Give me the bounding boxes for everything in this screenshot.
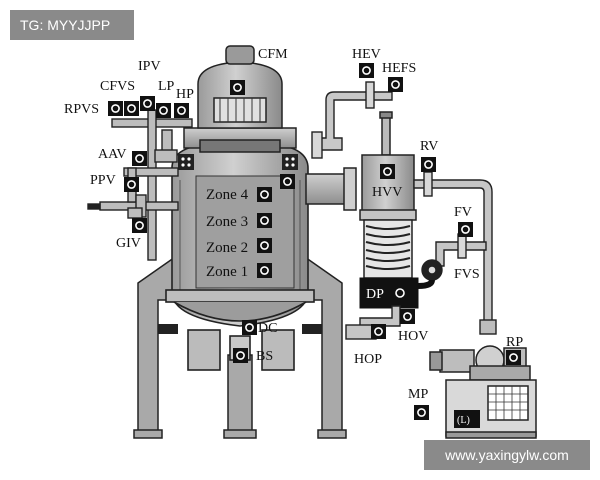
sensor-aav-icon xyxy=(132,151,147,166)
sensor-hefs-icon xyxy=(388,77,403,92)
sensor-hev-ring xyxy=(362,66,371,75)
watermark-tag: TG: MYYJJPP xyxy=(10,10,134,40)
zone-labels: Zone 4 Zone 3 Zone 2 Zone 1 xyxy=(206,187,249,280)
mechanical-pump xyxy=(445,379,537,439)
label-rpvs: RPVS xyxy=(64,102,99,117)
sensor-cfm-icon xyxy=(230,80,245,95)
sensor-zone4-icon xyxy=(257,187,272,202)
sensor-ppv-ring xyxy=(127,180,136,189)
sensor-ipv-icon xyxy=(140,96,155,111)
sensor-zone1-ring xyxy=(260,266,269,275)
sensor-hop-icon xyxy=(371,324,386,339)
hev-pipe xyxy=(311,81,393,159)
sensor-giv-icon xyxy=(132,218,147,233)
sensor-hev-icon xyxy=(359,63,374,78)
zone-label-2: Zone 2 xyxy=(206,240,248,256)
sensor-mp-icon xyxy=(414,405,429,420)
label-hp: HP xyxy=(176,87,194,102)
sensor-vessel-top-ring xyxy=(283,177,292,186)
sensor-rv-ring xyxy=(424,160,433,169)
foreline-valve-line xyxy=(417,233,487,289)
roots-pump xyxy=(429,345,531,381)
sensor-aav-ring xyxy=(135,154,144,163)
sensor-lp-icon xyxy=(156,103,171,118)
sensor-hvv-ring xyxy=(383,167,392,176)
label-hev: HEV xyxy=(352,47,381,62)
label-ipv: IPV xyxy=(138,59,161,74)
main-duct xyxy=(305,167,357,211)
sensor-hefs-ring xyxy=(391,80,400,89)
sensor-zone3-icon xyxy=(257,213,272,228)
sensor-mp-ring xyxy=(417,408,426,417)
heating-zone-panel xyxy=(195,175,295,289)
sensor-rp-ring xyxy=(509,353,518,362)
rough-vacuum-line xyxy=(413,171,497,335)
sensor-zone2-ring xyxy=(260,241,269,250)
label-cfvs: CFVS xyxy=(100,79,135,94)
sensor-hvv-icon xyxy=(380,164,395,179)
sensor-rp-icon xyxy=(506,350,521,365)
label-rp: RP xyxy=(506,335,523,350)
sensor-cfvs-ring xyxy=(127,104,136,113)
sensor-dp-ring xyxy=(395,288,405,298)
sensor-lp-ring xyxy=(159,106,168,115)
sensor-ppv-icon xyxy=(124,177,139,192)
sensor-hp-icon xyxy=(174,103,189,118)
sensor-hov-ring xyxy=(403,312,412,321)
sensor-cfm-ring xyxy=(233,83,242,92)
label-hvv: HVV xyxy=(372,185,402,200)
diffusion-pump-coils xyxy=(365,225,411,270)
sensor-zone3-ring xyxy=(260,216,269,225)
sensor-markers xyxy=(108,63,521,420)
label-hefs: HEFS xyxy=(382,61,416,76)
diffusion-pump-block xyxy=(359,277,419,309)
sensor-cfvs-icon xyxy=(124,101,139,116)
sensor-dc-icon xyxy=(242,320,257,335)
leg-pads xyxy=(158,324,322,334)
sensor-zone4-ring xyxy=(260,190,269,199)
label-rv: RV xyxy=(420,139,438,154)
sensor-rpvs-ring xyxy=(111,104,120,113)
label-l: (L) xyxy=(457,415,470,426)
label-aav: AAV xyxy=(98,147,127,162)
label-giv: GIV xyxy=(116,236,141,251)
sensor-hp-ring xyxy=(177,106,186,115)
label-hop: HOP xyxy=(354,352,382,367)
sensor-vessel-top-icon xyxy=(280,174,295,189)
watermark-site: www.yaxingylw.com xyxy=(424,440,590,470)
label-lp: LP xyxy=(158,79,175,94)
sensor-fv-ring xyxy=(461,225,470,234)
component-labels: CFM HEV HEFS IPV CFVS LP HP RPVS AAV PPV… xyxy=(64,47,523,426)
label-fvs: FVS xyxy=(454,267,480,282)
sensor-hov-icon xyxy=(400,309,415,324)
sensor-rv-icon xyxy=(421,157,436,172)
sensor-ipv-ring xyxy=(143,99,152,108)
label-dp: DP xyxy=(366,287,384,302)
zone-label-3: Zone 3 xyxy=(206,214,248,230)
sensor-fv-icon xyxy=(458,222,473,237)
sensor-rpvs-icon xyxy=(108,101,123,116)
sensor-dc-ring xyxy=(245,323,254,332)
label-hov: HOV xyxy=(398,329,428,344)
label-mp: MP xyxy=(408,387,428,402)
pump-l-panel xyxy=(454,410,480,428)
zone-label-1: Zone 1 xyxy=(206,264,248,280)
label-bs: BS xyxy=(256,349,273,364)
label-ppv: PPV xyxy=(90,173,116,188)
sensor-hop-ring xyxy=(374,327,383,336)
label-dc: DC xyxy=(258,321,277,336)
zone-label-4: Zone 4 xyxy=(206,187,249,203)
pump-grid xyxy=(488,386,528,420)
sensor-bs-ring xyxy=(236,351,245,360)
label-cfm: CFM xyxy=(258,47,288,62)
sensor-bs-icon xyxy=(233,348,248,363)
label-fv: FV xyxy=(454,205,472,220)
sensor-zone1-icon xyxy=(257,263,272,278)
sensor-zone2-icon xyxy=(257,238,272,253)
sensor-giv-ring xyxy=(135,221,144,230)
